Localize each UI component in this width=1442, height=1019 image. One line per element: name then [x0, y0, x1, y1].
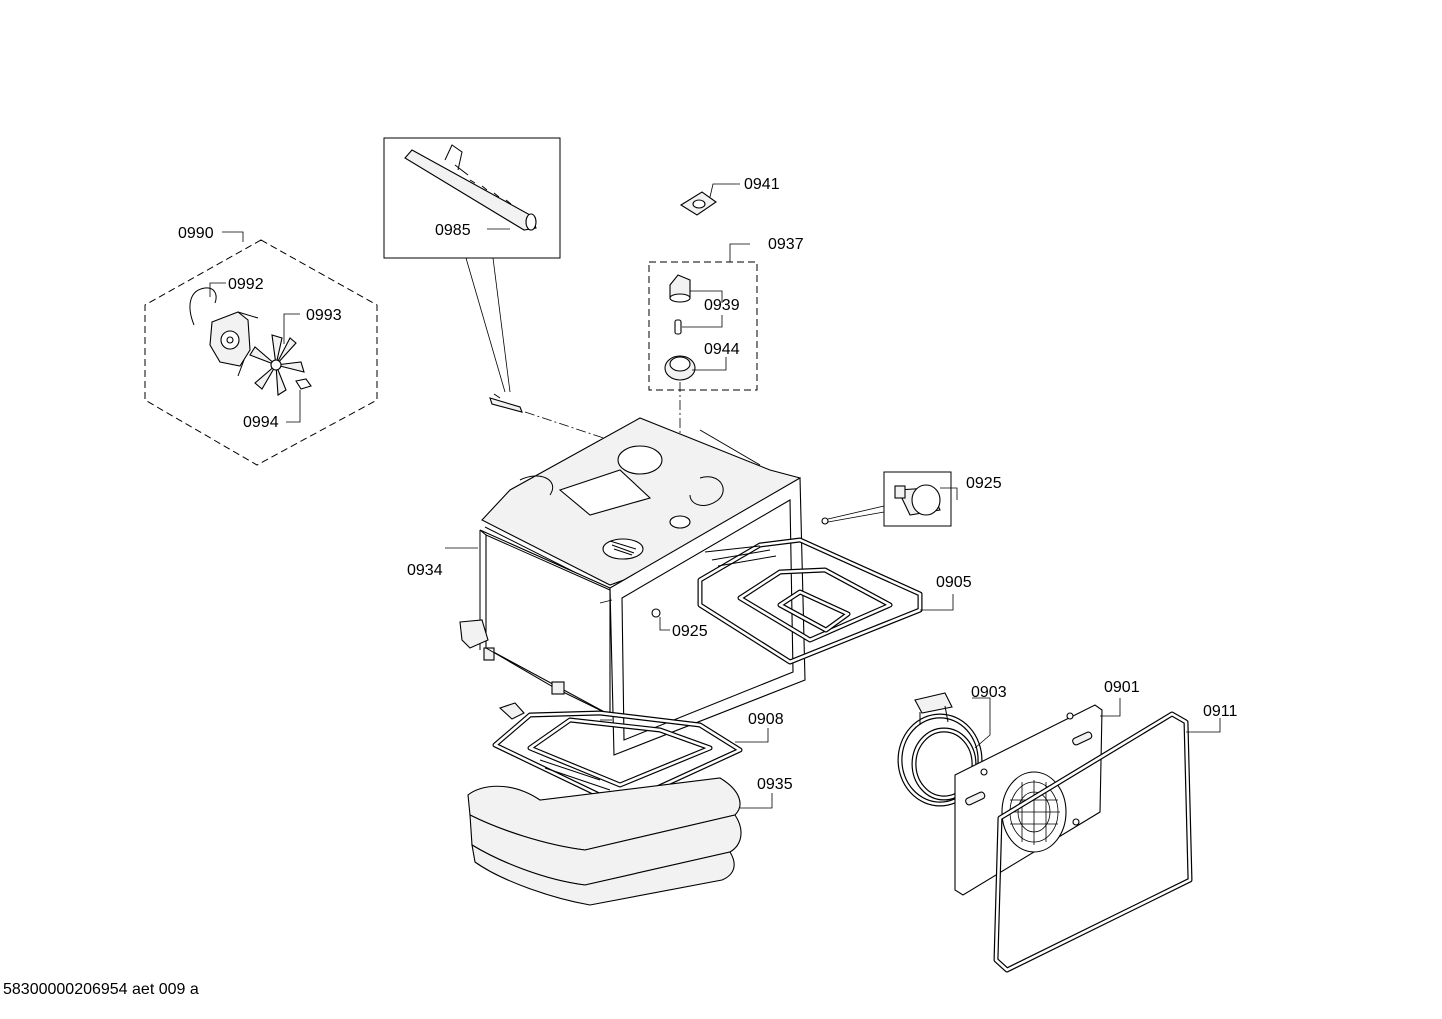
part-label-0908: 0908 — [748, 711, 784, 728]
part-0908-bottom-heater — [492, 702, 769, 808]
part-label-0901: 0901 — [1104, 679, 1140, 696]
part-label-0993: 0993 — [306, 307, 342, 324]
part-0903-ring-heater — [897, 692, 991, 807]
part-label-0994: 0994 — [243, 414, 279, 431]
part-label-0905: 0905 — [936, 574, 972, 591]
part-0911-door-seal — [993, 711, 1221, 973]
part-label-0935: 0935 — [757, 776, 793, 793]
inset-0925-knob — [821, 471, 958, 527]
drawing-code: 58300000206954 aet 009 a — [3, 981, 199, 998]
part-label-0925-right: 0925 — [966, 475, 1002, 492]
part-label-0939: 0939 — [704, 297, 740, 314]
shelf-rod-mini — [489, 393, 523, 413]
part-0941-clip — [679, 183, 740, 216]
part-label-0985: 0985 — [435, 222, 471, 239]
group-0937-lamp — [648, 243, 758, 391]
part-label-0941: 0941 — [744, 176, 780, 193]
part-label-0992: 0992 — [228, 276, 264, 293]
part-label-0911: 0911 — [1203, 703, 1238, 720]
part-label-0903: 0903 — [971, 684, 1007, 701]
group-0990-fan-motor — [144, 231, 378, 466]
part-label-0937: 0937 — [768, 236, 804, 253]
part-label-0990: 0990 — [178, 225, 214, 242]
part-0935-insulation — [467, 777, 773, 906]
inset-0985-shelf-rod — [383, 137, 561, 393]
part-label-0944: 0944 — [704, 341, 740, 358]
part-0905-top-heater — [697, 537, 954, 665]
part-label-0925-center: 0925 — [672, 623, 708, 640]
part-label-0934: 0934 — [407, 562, 443, 579]
part-0934-oven-cavity — [459, 417, 806, 756]
